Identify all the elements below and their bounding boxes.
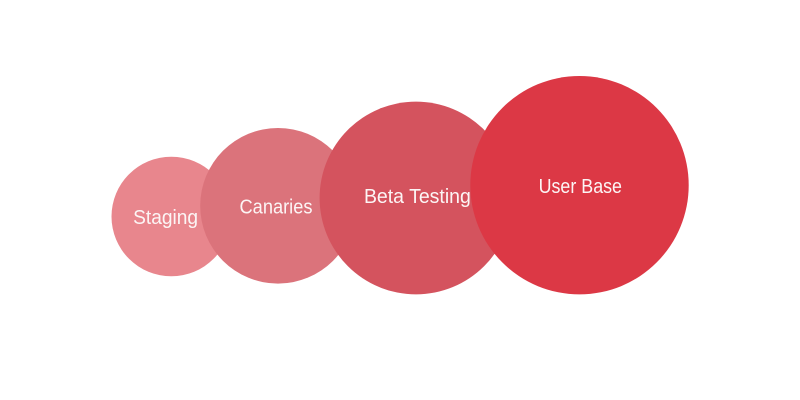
svg-text:User Base: User Base — [539, 176, 622, 198]
svg-text:Beta Testing: Beta Testing — [364, 186, 471, 208]
svg-text:Canaries: Canaries — [240, 197, 313, 219]
svg-text:Staging: Staging — [133, 207, 198, 229]
